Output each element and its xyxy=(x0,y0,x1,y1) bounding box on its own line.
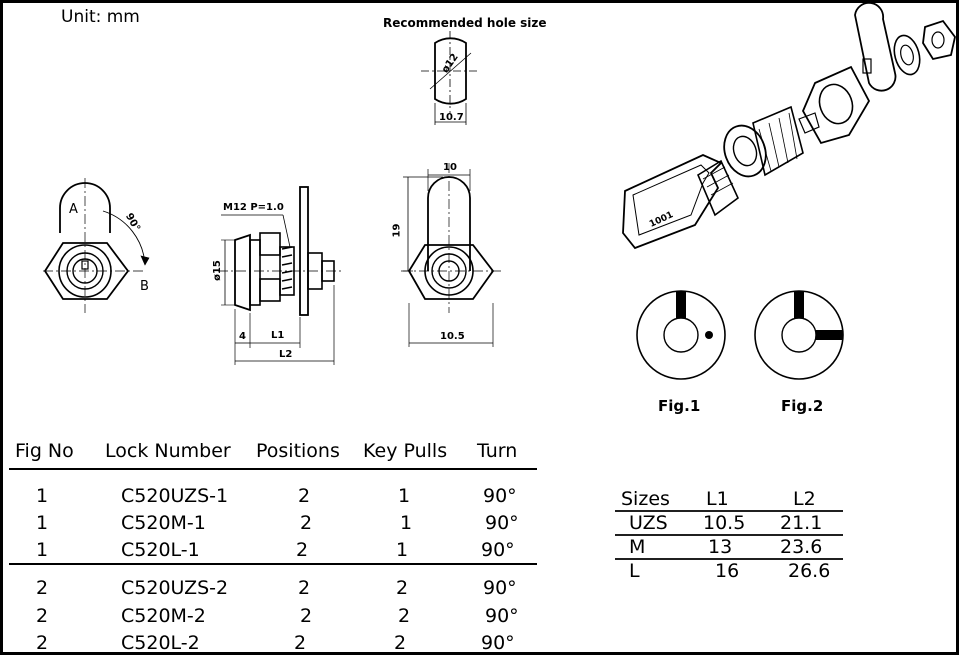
lock-number: C520UZS-1 xyxy=(121,485,229,507)
lock-key-pulls: 1 xyxy=(400,512,413,534)
size-header-l2: L2 xyxy=(793,488,816,510)
hole-profile xyxy=(421,31,479,125)
side-thread: M12 P=1.0 xyxy=(223,202,284,213)
rear-width-bottom: 10.5 xyxy=(440,331,465,342)
unit-note: Unit: mm xyxy=(61,7,140,27)
front-label-b: B xyxy=(140,279,149,294)
rear-view xyxy=(401,163,503,347)
side-view xyxy=(218,186,343,365)
fig1-diagram xyxy=(636,290,726,380)
hole-title: Recommended hole size xyxy=(383,16,547,30)
lock-header-key-pulls: Key Pulls xyxy=(363,440,448,462)
side-dim-l1: L1 xyxy=(271,330,285,341)
lock-fig-no: 1 xyxy=(36,539,49,561)
lock-positions: 2 xyxy=(300,605,313,627)
lock-fig-no: 1 xyxy=(36,485,49,507)
lock-fig-no: 2 xyxy=(36,605,49,627)
exploded-view xyxy=(622,3,956,250)
technical-drawing xyxy=(9,3,956,565)
lock-header-lock-number: Lock Number xyxy=(105,440,231,462)
lock-number: C520M-2 xyxy=(121,605,206,627)
rear-height: 19 xyxy=(391,223,403,238)
lock-key-pulls: 2 xyxy=(394,632,407,654)
lock-fig-no: 2 xyxy=(36,577,49,599)
lock-key-pulls: 1 xyxy=(398,485,411,507)
size-l2: 23.6 xyxy=(780,536,823,558)
lock-positions: 2 xyxy=(300,512,313,534)
rear-width-top: 10 xyxy=(443,162,457,173)
size-l1: 10.5 xyxy=(703,512,746,534)
size-l2: 26.6 xyxy=(788,560,831,582)
lock-positions: 2 xyxy=(294,632,307,654)
lock-key-pulls: 1 xyxy=(396,539,409,561)
size-l2: 21.1 xyxy=(780,512,823,534)
lock-positions: 2 xyxy=(298,577,311,599)
size-l1: 13 xyxy=(708,536,733,558)
size-header-sizes: Sizes xyxy=(621,488,670,510)
lock-positions: 2 xyxy=(298,485,311,507)
lock-turn: 90° xyxy=(485,605,519,627)
front-label-a: A xyxy=(69,202,78,217)
size-header-l1: L1 xyxy=(706,488,729,510)
size-name: UZS xyxy=(629,512,668,534)
lock-turn: 90° xyxy=(481,632,515,654)
fig2-label: Fig.2 xyxy=(781,397,824,415)
side-diameter: ø15 xyxy=(211,260,223,281)
lock-turn: 90° xyxy=(485,512,519,534)
size-name: M xyxy=(629,536,646,558)
lock-positions: 2 xyxy=(296,539,309,561)
lock-turn: 90° xyxy=(481,539,515,561)
hole-width: 10.7 xyxy=(439,112,464,123)
lock-number: C520L-1 xyxy=(121,539,200,561)
fig1-label: Fig.1 xyxy=(658,397,701,415)
lock-key-pulls: 2 xyxy=(398,605,411,627)
lock-header-turn: Turn xyxy=(477,440,518,462)
lock-turn: 90° xyxy=(483,485,517,507)
side-dim-4: 4 xyxy=(239,331,246,342)
lock-header-fig-no: Fig No xyxy=(15,440,74,462)
lock-turn: 90° xyxy=(483,577,517,599)
lock-fig-no: 1 xyxy=(36,512,49,534)
lock-key-pulls: 2 xyxy=(396,577,409,599)
lock-header-positions: Positions xyxy=(256,440,340,462)
side-dim-l2: L2 xyxy=(279,349,293,360)
front-view xyxy=(43,178,150,313)
size-l1: 16 xyxy=(715,560,740,582)
lock-number: C520UZS-2 xyxy=(121,577,229,599)
lock-fig-no: 2 xyxy=(36,632,49,654)
lock-number: C520L-2 xyxy=(121,632,200,654)
lock-number: C520M-1 xyxy=(121,512,206,534)
size-name: L xyxy=(629,560,640,582)
fig2-diagram xyxy=(754,290,844,380)
